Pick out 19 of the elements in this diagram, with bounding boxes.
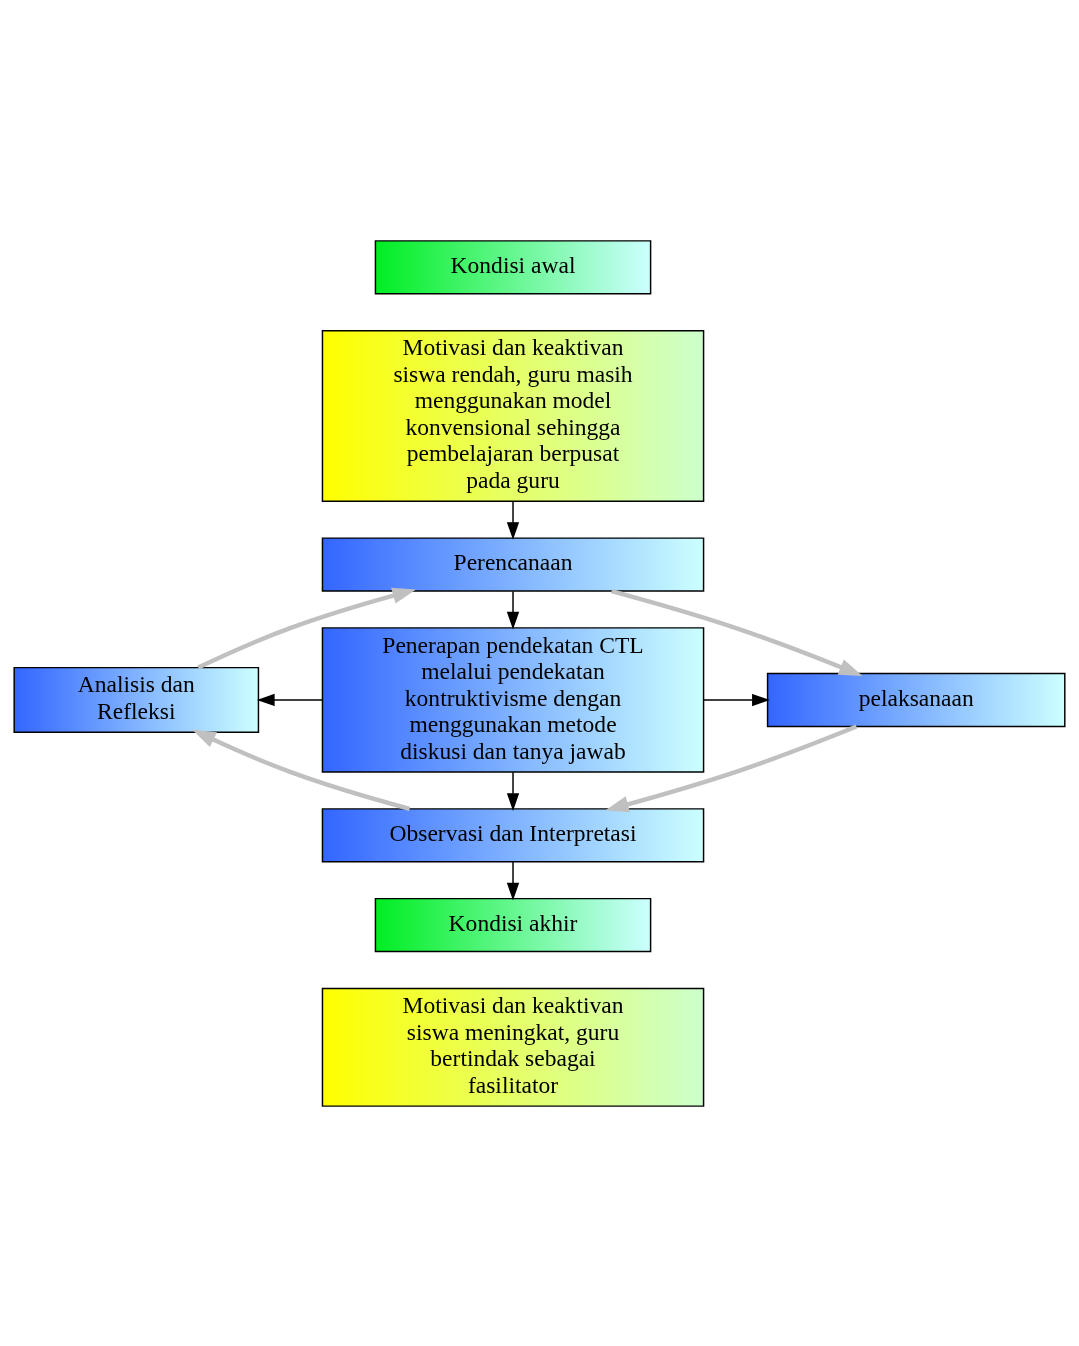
- arrow: [506, 860, 520, 901]
- arrow: [192, 729, 411, 811]
- node-box: Motivasi dan keaktivan siswa meningkat, guru bertindak sebagai fasilitator: [321, 987, 705, 1107]
- arrow: [506, 590, 520, 630]
- arrow: [197, 587, 417, 670]
- node-box: Kondisi awal: [374, 239, 652, 295]
- arrow: [506, 500, 520, 540]
- arrow: [506, 771, 520, 811]
- node-box: Observasi dan Interpretasi: [321, 807, 705, 863]
- arrow: [256, 693, 323, 706]
- node-box: Kondisi akhir: [374, 897, 652, 952]
- arrow: [610, 588, 863, 676]
- node-box: Analisis dan Refleksi: [13, 666, 260, 733]
- node-box: pelaksanaan: [766, 672, 1066, 727]
- node-box: Penerapan pendekatan CTL melalui pendekatan kontruktivisme dengan menggunakan metode diskusi dan tanya jawab: [321, 626, 705, 773]
- arrow: [702, 693, 770, 706]
- node-box: Perencanaan: [321, 536, 705, 592]
- node-box: Motivasi dan keaktivan siswa rendah, guru masih menggunakan model konvensional sehingga pembelajaran berpusat pada guru: [321, 329, 705, 502]
- arrow: [605, 724, 858, 812]
